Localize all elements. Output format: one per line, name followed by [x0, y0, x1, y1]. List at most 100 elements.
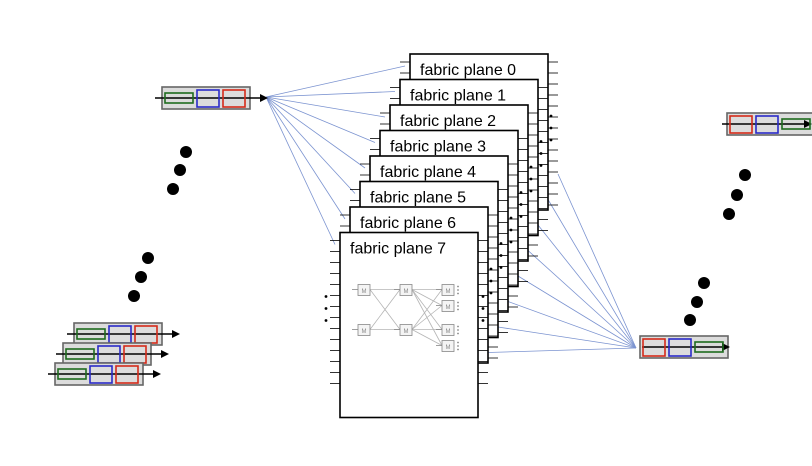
packet-queues [48, 86, 812, 386]
input-link [265, 96, 366, 169]
ellipsis-dot [135, 271, 147, 283]
switch-node [399, 284, 413, 296]
switch-output-dot [457, 329, 459, 331]
port-ellipsis-dot [489, 291, 493, 295]
source-queue-a [67, 322, 180, 346]
port-ellipsis-dot [539, 164, 543, 167]
output-link [527, 250, 637, 349]
source-queue-b [56, 342, 169, 366]
port-ellipsis-dot [509, 240, 513, 244]
port-ellipsis-dot [324, 295, 328, 298]
source-queue-top [155, 86, 268, 110]
packet-blue [196, 89, 220, 108]
ellipsis-dot [128, 290, 140, 302]
packet-blue [668, 338, 692, 357]
switch-output-dot [457, 289, 459, 291]
switch-link [411, 289, 443, 330]
switch-node-label: M [362, 329, 367, 335]
input-link [265, 96, 376, 143]
switch-output-dot [457, 332, 459, 335]
port-ellipsis-dot [529, 165, 533, 169]
ellipsis-dot [698, 277, 710, 289]
port-ellipsis-dot [539, 140, 543, 143]
port-ellipsis-dot [481, 319, 485, 322]
port-ellipsis-dot [499, 254, 503, 257]
output-link [507, 301, 637, 349]
packet-blue [89, 365, 113, 384]
switch-output-dot [457, 305, 459, 307]
queue-arrow-head [260, 94, 268, 102]
dest-queue-bottom [639, 335, 730, 359]
packet-blue [755, 115, 779, 134]
input-link [265, 96, 356, 194]
switch-node-label: M [446, 345, 451, 351]
switch-node [441, 284, 455, 296]
fabric-plane-label: fabric plane 0 [420, 62, 516, 79]
output-link [517, 275, 637, 349]
queue-arrow-head [172, 330, 180, 338]
fabric-plane-label: fabric plane 1 [410, 88, 506, 105]
switch-link [411, 289, 443, 306]
packet-green [694, 341, 724, 353]
ellipsis-dot [167, 183, 179, 195]
switch-output-dot [457, 308, 459, 311]
fabric-plane-stack: fabric plane 0 fabric plane 1 fabric plane… [330, 53, 558, 419]
port-ellipsis-dot [324, 319, 328, 322]
switch-output-dot [457, 301, 459, 304]
input-link [265, 91, 396, 98]
port-ellipsis-dot [519, 215, 523, 218]
queue-arrow-head [804, 120, 812, 128]
switch-node [357, 284, 371, 296]
source-queue-c [48, 362, 161, 386]
packet-red [642, 338, 666, 357]
switch-node [357, 324, 371, 336]
fabric-plane-label: fabric plane 3 [390, 139, 486, 156]
ellipsis-dot [731, 189, 743, 201]
port-ellipsis-dot [549, 126, 553, 130]
packet-green [76, 328, 106, 340]
switch-node-label: M [404, 289, 409, 295]
output-links [487, 173, 637, 353]
switch-output-dot [457, 341, 459, 344]
packet-green [57, 368, 87, 380]
port-ellipsis-dot [529, 189, 533, 193]
switch-output-dot [457, 292, 459, 295]
port-ellipsis-dot [519, 203, 523, 206]
port-ellipsis-dot [519, 191, 523, 194]
ellipsis-dot [691, 296, 703, 308]
input-links [265, 65, 406, 245]
port-ellipsis-dot [489, 267, 493, 271]
switch-node [441, 340, 455, 352]
port-ellipsis-dot [489, 279, 493, 283]
switch-node [441, 300, 455, 312]
packet-green [781, 118, 811, 130]
output-link [537, 224, 637, 349]
ellipsis-dot [723, 208, 735, 220]
port-ellipsis-dot [549, 114, 553, 118]
switch-link [411, 329, 443, 346]
dest-queue-top [722, 112, 812, 136]
port-ellipsis-dot [481, 307, 485, 310]
switch-node-label: M [446, 289, 451, 295]
switch-link [411, 289, 443, 346]
input-link [265, 96, 346, 220]
switch-output-dot [457, 325, 459, 328]
queue-arrow-head [153, 370, 161, 378]
queue-arrow-head [722, 343, 730, 351]
packet-red [729, 115, 753, 134]
input-link [265, 96, 336, 245]
switch-link [369, 289, 401, 330]
switch-node [399, 324, 413, 336]
output-link [487, 347, 637, 353]
input-link [265, 65, 406, 98]
output-link [557, 173, 637, 349]
switch-output-dot [457, 348, 459, 351]
packet-red [115, 365, 139, 384]
fabric-plane-label: fabric plane 2 [400, 113, 496, 130]
ellipsis-dots [128, 146, 751, 326]
fabric-plane-label: fabric plane 4 [380, 164, 476, 181]
port-ellipsis-dot [529, 177, 533, 181]
ellipsis-dot [684, 314, 696, 326]
